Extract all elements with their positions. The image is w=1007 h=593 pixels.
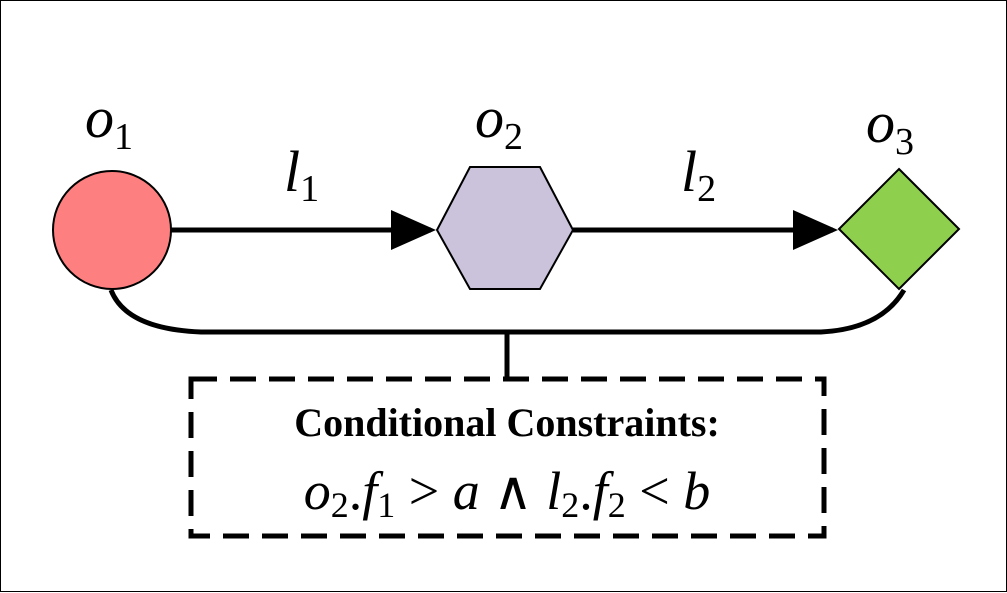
constraint-box — [188, 376, 827, 539]
edge-l2-label: l2 — [681, 139, 716, 210]
constraint-bracket — [108, 288, 907, 335]
edge-l1-label: l1 — [284, 139, 319, 210]
node-o1-label: o1 — [85, 85, 133, 158]
node-o2-hexagon — [435, 166, 575, 290]
constraint-title: Conditional Constraints: — [294, 400, 720, 445]
constraint-expression: o2.f1 > a ∧ l2.f2 < b — [304, 461, 711, 525]
node-o1-circle — [52, 170, 172, 290]
node-o3-diamond — [837, 167, 961, 291]
node-o2-label: o2 — [475, 85, 523, 158]
node-o3-label: o3 — [866, 90, 914, 163]
